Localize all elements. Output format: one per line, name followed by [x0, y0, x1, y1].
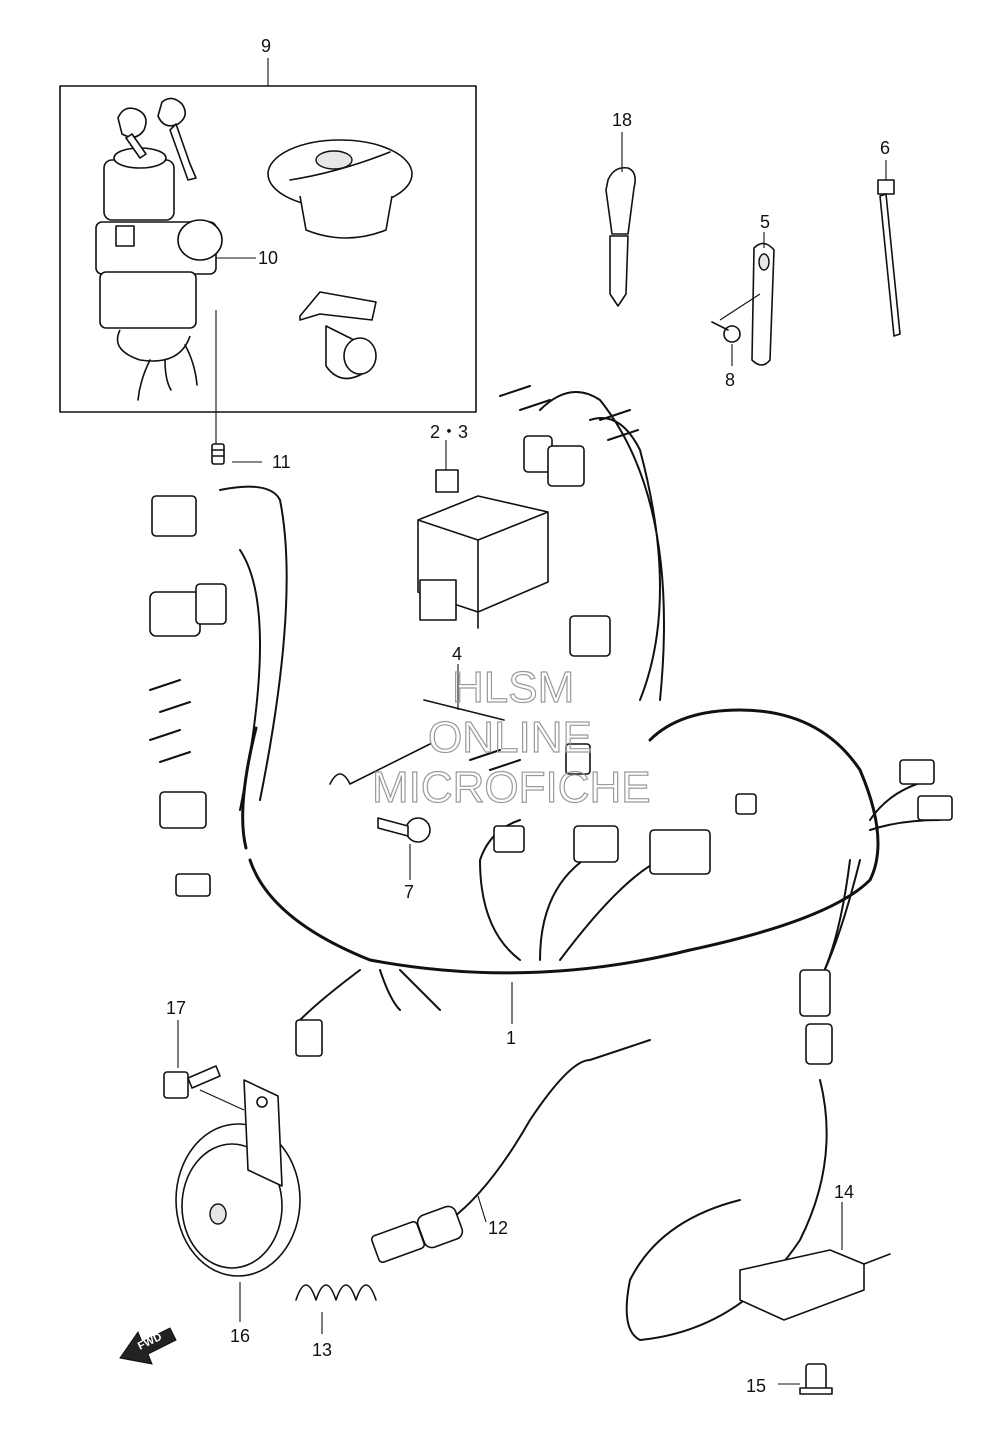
ignition-keys — [117, 97, 197, 181]
callout-2-3: 2・3 — [430, 422, 468, 442]
horn-16 — [175, 1079, 301, 1322]
callout-18: 18 — [612, 110, 632, 130]
callout-11: 11 — [272, 452, 291, 472]
side-stand-switch-14 — [625, 1079, 891, 1342]
screw-7 — [377, 817, 431, 880]
callout-14: 14 — [834, 1182, 854, 1202]
bolt-17 — [163, 1020, 245, 1111]
fuse-box — [417, 440, 549, 629]
watermark-line1: HLSM — [452, 663, 574, 712]
callout-4: 4 — [452, 644, 462, 664]
callout-8: 8 — [725, 370, 735, 390]
watermark-line3: MICROFICHE — [372, 763, 651, 812]
screw-11 — [211, 443, 262, 465]
callout-9: 9 — [261, 36, 271, 56]
watermark: HLSM ONLINE MICROFICHE — [371, 662, 651, 812]
callout-1: 1 — [506, 1028, 516, 1048]
watermark-line2: ONLINE — [428, 713, 592, 762]
bolt-15 — [778, 1363, 833, 1395]
main-wiring-harness — [219, 391, 941, 1024]
callout-labels: 9 10 11 18 6 5 8 2・3 4 7 1 17 12 14 16 1… — [166, 36, 890, 1396]
callout-12: 12 — [488, 1218, 508, 1238]
callout-15: 15 — [746, 1376, 766, 1396]
callout-6: 6 — [880, 138, 890, 158]
ignition-switch — [95, 147, 223, 401]
fuel-cap — [267, 139, 413, 239]
cable-tie-6 — [877, 160, 901, 337]
forward-arrow-icon: FWD — [119, 1327, 177, 1365]
callout-17: 17 — [166, 998, 186, 1018]
ignition-kit-group — [59, 58, 477, 450]
callout-16: 16 — [230, 1326, 250, 1346]
bracket-5 — [711, 232, 775, 366]
connectors — [149, 385, 953, 1065]
clip-4 — [329, 664, 505, 785]
callout-7: 7 — [404, 882, 414, 902]
brake-switch-12 — [370, 1039, 651, 1264]
blank-key-18 — [605, 132, 636, 307]
callout-5: 5 — [760, 212, 770, 232]
seat-lock — [299, 291, 377, 380]
spring-13 — [295, 1284, 377, 1334]
callout-10: 10 — [258, 248, 278, 268]
callout-13: 13 — [312, 1340, 332, 1360]
